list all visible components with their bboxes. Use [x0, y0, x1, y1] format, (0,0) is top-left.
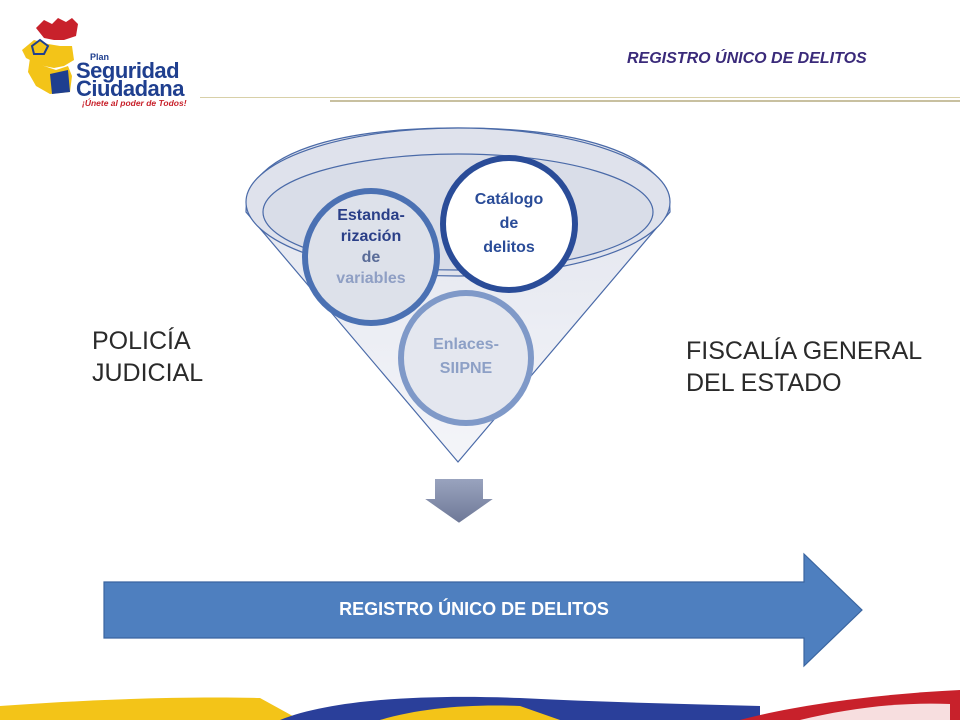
arrow-label: REGISTRO ÚNICO DE DELITOS — [339, 599, 609, 619]
circle-estandarizacion-line: Estanda- — [337, 207, 405, 224]
bottom-band-white-swoosh — [800, 703, 950, 720]
header-rule — [200, 97, 960, 98]
circle-estandarizacion — [302, 188, 440, 326]
circle-catalogo-line: de — [499, 215, 519, 232]
circle-estandarizacion-line: rización — [340, 228, 402, 245]
circle-enlaces-line: Enlaces- — [433, 336, 499, 353]
circle-catalogo-label: Catálogo de delitos — [459, 188, 559, 260]
logo-line2-text: Ciudadana — [76, 76, 184, 101]
left-label-line: POLICÍA — [92, 327, 191, 355]
circle-enlaces-line: SIIPNE — [439, 360, 493, 377]
bottom-band-yellow — [0, 697, 300, 720]
right-arrow-shape — [103, 552, 863, 668]
circle-catalogo-line: delitos — [483, 239, 535, 256]
circle-estandarizacion-label: Estanda- rización de variables — [316, 205, 426, 289]
circle-catalogo-line: Catálogo — [474, 191, 544, 208]
fist-icon — [22, 18, 78, 94]
circle-catalogo — [440, 155, 578, 293]
header-title: REGISTRO ÚNICO DE DELITOS — [627, 50, 867, 67]
logo-tagline-text: ¡Únete al poder de Todos! — [82, 98, 187, 108]
logo-line1-text: Seguridad — [76, 58, 180, 83]
circle-enlaces-label: Enlaces- SIIPNE — [416, 333, 516, 381]
header-rule-accent — [330, 100, 960, 102]
left-label-line: JUDICIAL — [92, 359, 204, 387]
bottom-band-yellow-2 — [380, 705, 560, 720]
logo: Plan Seguridad Ciudadana ¡Únete al poder… — [14, 10, 204, 108]
circle-estandarizacion-line: de — [361, 249, 381, 266]
circle-enlaces — [398, 290, 534, 426]
left-label: POLICÍA JUDICIAL — [92, 325, 203, 389]
circle-estandarizacion-line: variables — [336, 270, 406, 287]
down-arrow-icon — [418, 477, 500, 526]
right-label: FISCALÍA GENERAL DEL ESTADO — [686, 335, 922, 399]
right-label-line: DEL ESTADO — [686, 369, 842, 397]
logo-plan-text: Plan — [90, 52, 110, 62]
right-label-line: FISCALÍA GENERAL — [686, 337, 923, 365]
